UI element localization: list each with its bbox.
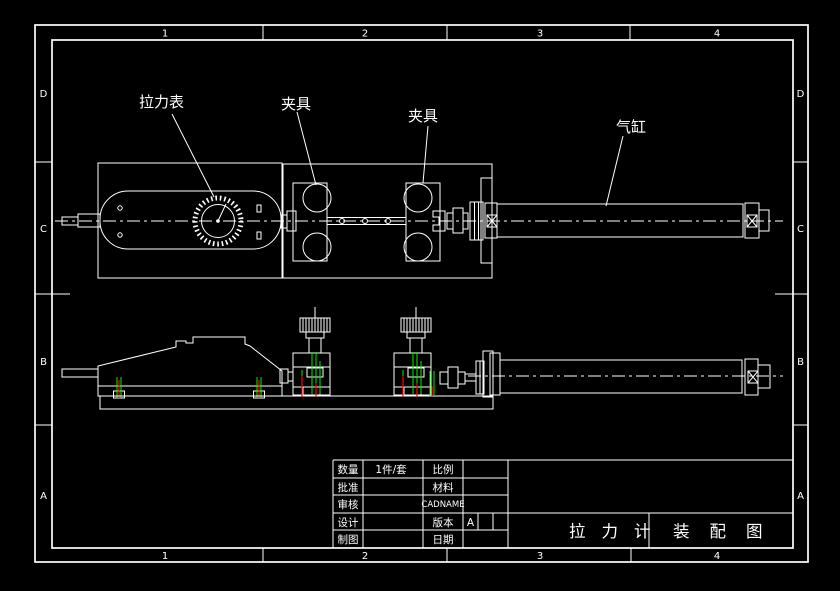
cad-label: CADNAME	[421, 500, 464, 510]
zone-dividers	[35, 25, 808, 562]
approve-label: 批准	[338, 481, 359, 494]
zone-col-top-2: 2	[362, 29, 368, 40]
clamp-right-label: 夹具	[408, 107, 438, 125]
scale-label: 比例	[433, 463, 454, 476]
design-label: 设计	[338, 516, 359, 529]
zone-row-right-a: A	[797, 491, 804, 502]
zone-row-left-d: D	[40, 89, 48, 100]
title-block: 数量 1件/套 比例 批准 材料 审核 CADNAME 设计 版本 A 制图 日…	[332, 459, 793, 549]
qty-label: 数量	[338, 463, 359, 476]
zone-row-left-b: B	[40, 357, 47, 368]
clamp-valve-front-left	[292, 306, 331, 398]
coupling-front	[429, 350, 494, 398]
qty-value: 1件/套	[375, 463, 407, 476]
zone-row-left-c: C	[40, 224, 47, 235]
front-view	[61, 306, 783, 410]
zone-col-top-3: 3	[537, 29, 543, 40]
zone-col-bottom-1: 1	[162, 551, 168, 562]
clamp-roller	[403, 232, 433, 262]
cylinder-body-top	[496, 203, 744, 238]
zone-col-bottom-4: 4	[714, 551, 720, 562]
top-view	[55, 162, 783, 279]
zone-col-top-1: 1	[162, 29, 168, 40]
zone-col-top-4: 4	[714, 29, 720, 40]
zone-row-left-a: A	[40, 491, 47, 502]
draft-label: 制图	[338, 533, 359, 546]
product-title: 拉力计	[569, 522, 667, 541]
clamp-left-label: 夹具	[281, 95, 311, 113]
zone-row-right-d: D	[797, 89, 805, 100]
date-label: 日期	[433, 534, 454, 546]
zone-col-bottom-3: 3	[537, 551, 543, 562]
leader-lines	[171, 111, 624, 207]
specimen-rod	[327, 217, 406, 225]
dial-hub	[216, 219, 220, 223]
force-gauge-front	[61, 336, 283, 399]
zone-col-bottom-2: 2	[362, 551, 368, 562]
gauge-hook-rod	[77, 213, 101, 228]
cylinder-label: 气缸	[616, 118, 646, 136]
mount-screw	[112, 376, 126, 399]
zone-row-right-b: B	[797, 357, 804, 368]
baseplate	[99, 395, 494, 410]
annotations: 拉力表 夹具 夹具 气缸	[139, 93, 646, 207]
coupling-top	[432, 201, 484, 241]
gauge-body-profile	[97, 336, 283, 387]
gauge-label: 拉力表	[139, 93, 184, 111]
title-block-grid	[332, 459, 793, 549]
cylinder-front	[489, 352, 771, 396]
cylinder-body-front	[499, 359, 743, 394]
check-label: 审核	[338, 498, 359, 511]
dial-needle	[217, 203, 227, 222]
clamp-roller	[403, 183, 433, 213]
mount-screw	[252, 376, 266, 399]
dial-tick-ring	[192, 195, 244, 247]
clamp-roller	[302, 183, 332, 213]
clamp-valve-front-right	[393, 306, 432, 398]
dial-face	[201, 204, 235, 238]
version-label: 版本	[433, 516, 454, 529]
force-gauge-top	[61, 162, 283, 279]
clamp-roller	[302, 232, 332, 262]
cylinder-top	[480, 177, 770, 264]
material-label: 材料	[433, 481, 454, 494]
version-value: A	[467, 517, 475, 529]
sheet-title: 装配图	[673, 522, 783, 541]
zone-row-right-c: C	[797, 224, 804, 235]
